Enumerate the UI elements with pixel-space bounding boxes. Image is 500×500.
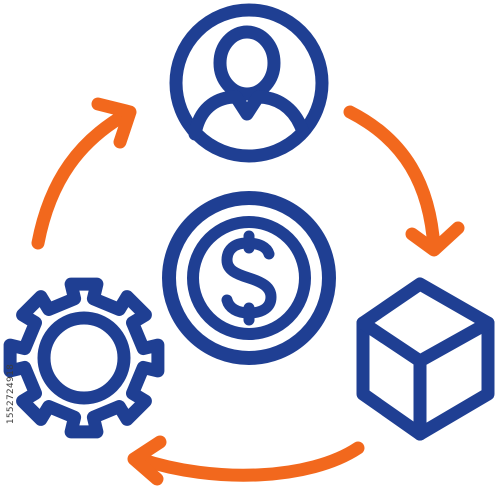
gear-icon: [3, 277, 165, 439]
stock-id-text: 1552724918: [6, 363, 16, 425]
arrow-person-to-box-icon: [343, 105, 465, 257]
person-icon: [169, 3, 329, 163]
box-icon: [356, 277, 495, 441]
arrow-gear-to-person-icon: [31, 97, 137, 250]
dollar-coin-icon: [162, 191, 336, 365]
arrow-box-to-gear-icon: [127, 435, 365, 486]
stock-id-watermark: 1552724918: [0, 0, 22, 500]
